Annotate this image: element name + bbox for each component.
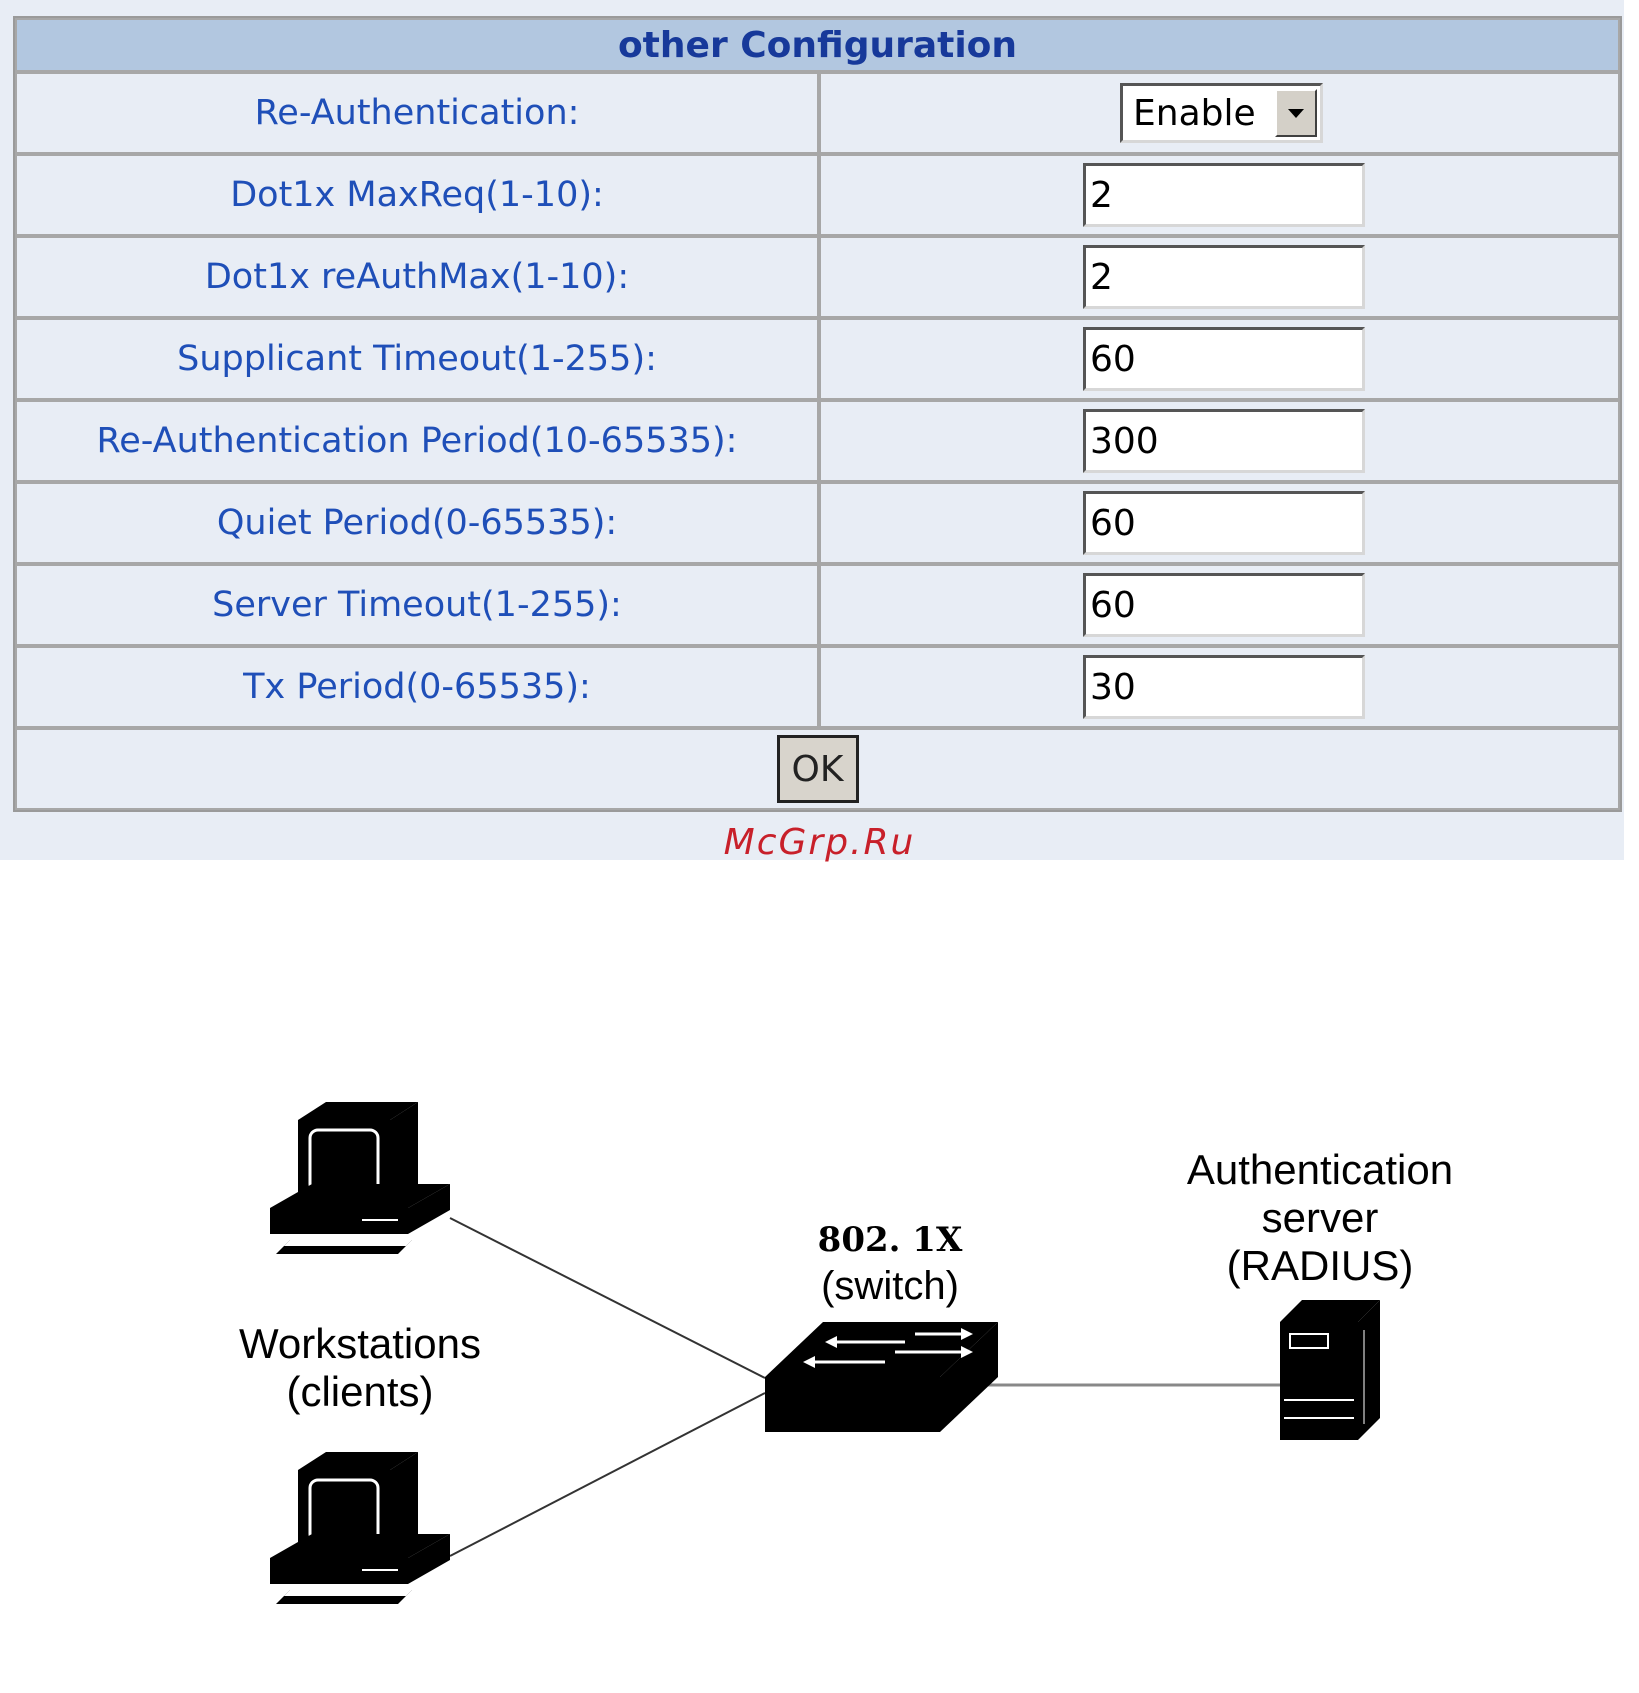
workstations-line1: Workstations bbox=[239, 1320, 481, 1367]
supplicant-timeout-label: Supplicant Timeout(1-255): bbox=[15, 318, 819, 400]
panel-title: other Configuration bbox=[15, 18, 1620, 72]
dropdown-arrow-icon[interactable] bbox=[1275, 89, 1317, 137]
row-reauthentication: Re-Authentication: Enable bbox=[15, 72, 1620, 154]
row-reauthmax: Dot1x reAuthMax(1-10): bbox=[15, 236, 1620, 318]
auth-server-line2: server bbox=[1261, 1194, 1379, 1241]
watermark: McGrp.Ru bbox=[723, 822, 916, 863]
server-timeout-input[interactable] bbox=[1083, 573, 1365, 637]
auth-server-label: Authentication server (RADIUS) bbox=[1170, 1146, 1470, 1290]
reauthentication-selected-value: Enable bbox=[1133, 92, 1256, 134]
auth-server-line1: Authentication bbox=[1186, 1146, 1454, 1193]
top-strip bbox=[0, 0, 1624, 16]
maxreq-input[interactable] bbox=[1083, 163, 1365, 227]
switch-standard-label: 802. 1X bbox=[817, 1220, 963, 1260]
server-timeout-label: Server Timeout(1-255): bbox=[15, 564, 819, 646]
ok-button[interactable]: OK bbox=[776, 735, 859, 803]
workstation-icon bbox=[270, 1452, 450, 1604]
reauthentication-label: Re-Authentication: bbox=[15, 72, 819, 154]
row-supplicant-timeout: Supplicant Timeout(1-255): bbox=[15, 318, 1620, 400]
row-maxreq: Dot1x MaxReq(1-10): bbox=[15, 154, 1620, 236]
quiet-period-label: Quiet Period(0-65535): bbox=[15, 482, 819, 564]
link-workstation-bottom-switch bbox=[449, 1392, 766, 1557]
auth-server-line3: (RADIUS) bbox=[1226, 1242, 1414, 1289]
reauth-period-input[interactable] bbox=[1083, 409, 1365, 473]
maxreq-label: Dot1x MaxReq(1-10): bbox=[15, 154, 819, 236]
reauthentication-select[interactable]: Enable bbox=[1120, 83, 1323, 143]
supplicant-timeout-input[interactable] bbox=[1083, 327, 1365, 391]
workstations-label: Workstations (clients) bbox=[220, 1320, 500, 1416]
config-table: other Configuration Re-Authentication: E… bbox=[13, 16, 1622, 812]
config-panel: other Configuration Re-Authentication: E… bbox=[0, 0, 1624, 860]
reauthmax-input[interactable] bbox=[1083, 245, 1365, 309]
server-icon bbox=[1280, 1300, 1380, 1440]
row-server-timeout: Server Timeout(1-255): bbox=[15, 564, 1620, 646]
switch-icon bbox=[765, 1322, 998, 1432]
row-tx-period: Tx Period(0-65535): bbox=[15, 646, 1620, 728]
switch-type-label: (switch) bbox=[821, 1264, 959, 1308]
tx-period-input[interactable] bbox=[1083, 655, 1365, 719]
row-quiet-period: Quiet Period(0-65535): bbox=[15, 482, 1620, 564]
reauthmax-label: Dot1x reAuthMax(1-10): bbox=[15, 236, 819, 318]
row-reauth-period: Re-Authentication Period(10-65535): bbox=[15, 400, 1620, 482]
workstations-line2: (clients) bbox=[286, 1368, 434, 1415]
ok-row: OK bbox=[15, 728, 1620, 810]
reauth-period-label: Re-Authentication Period(10-65535): bbox=[15, 400, 819, 482]
quiet-period-input[interactable] bbox=[1083, 491, 1365, 555]
workstation-icon bbox=[270, 1102, 450, 1254]
tx-period-label: Tx Period(0-65535): bbox=[15, 646, 819, 728]
link-workstation-top-switch bbox=[449, 1217, 766, 1379]
